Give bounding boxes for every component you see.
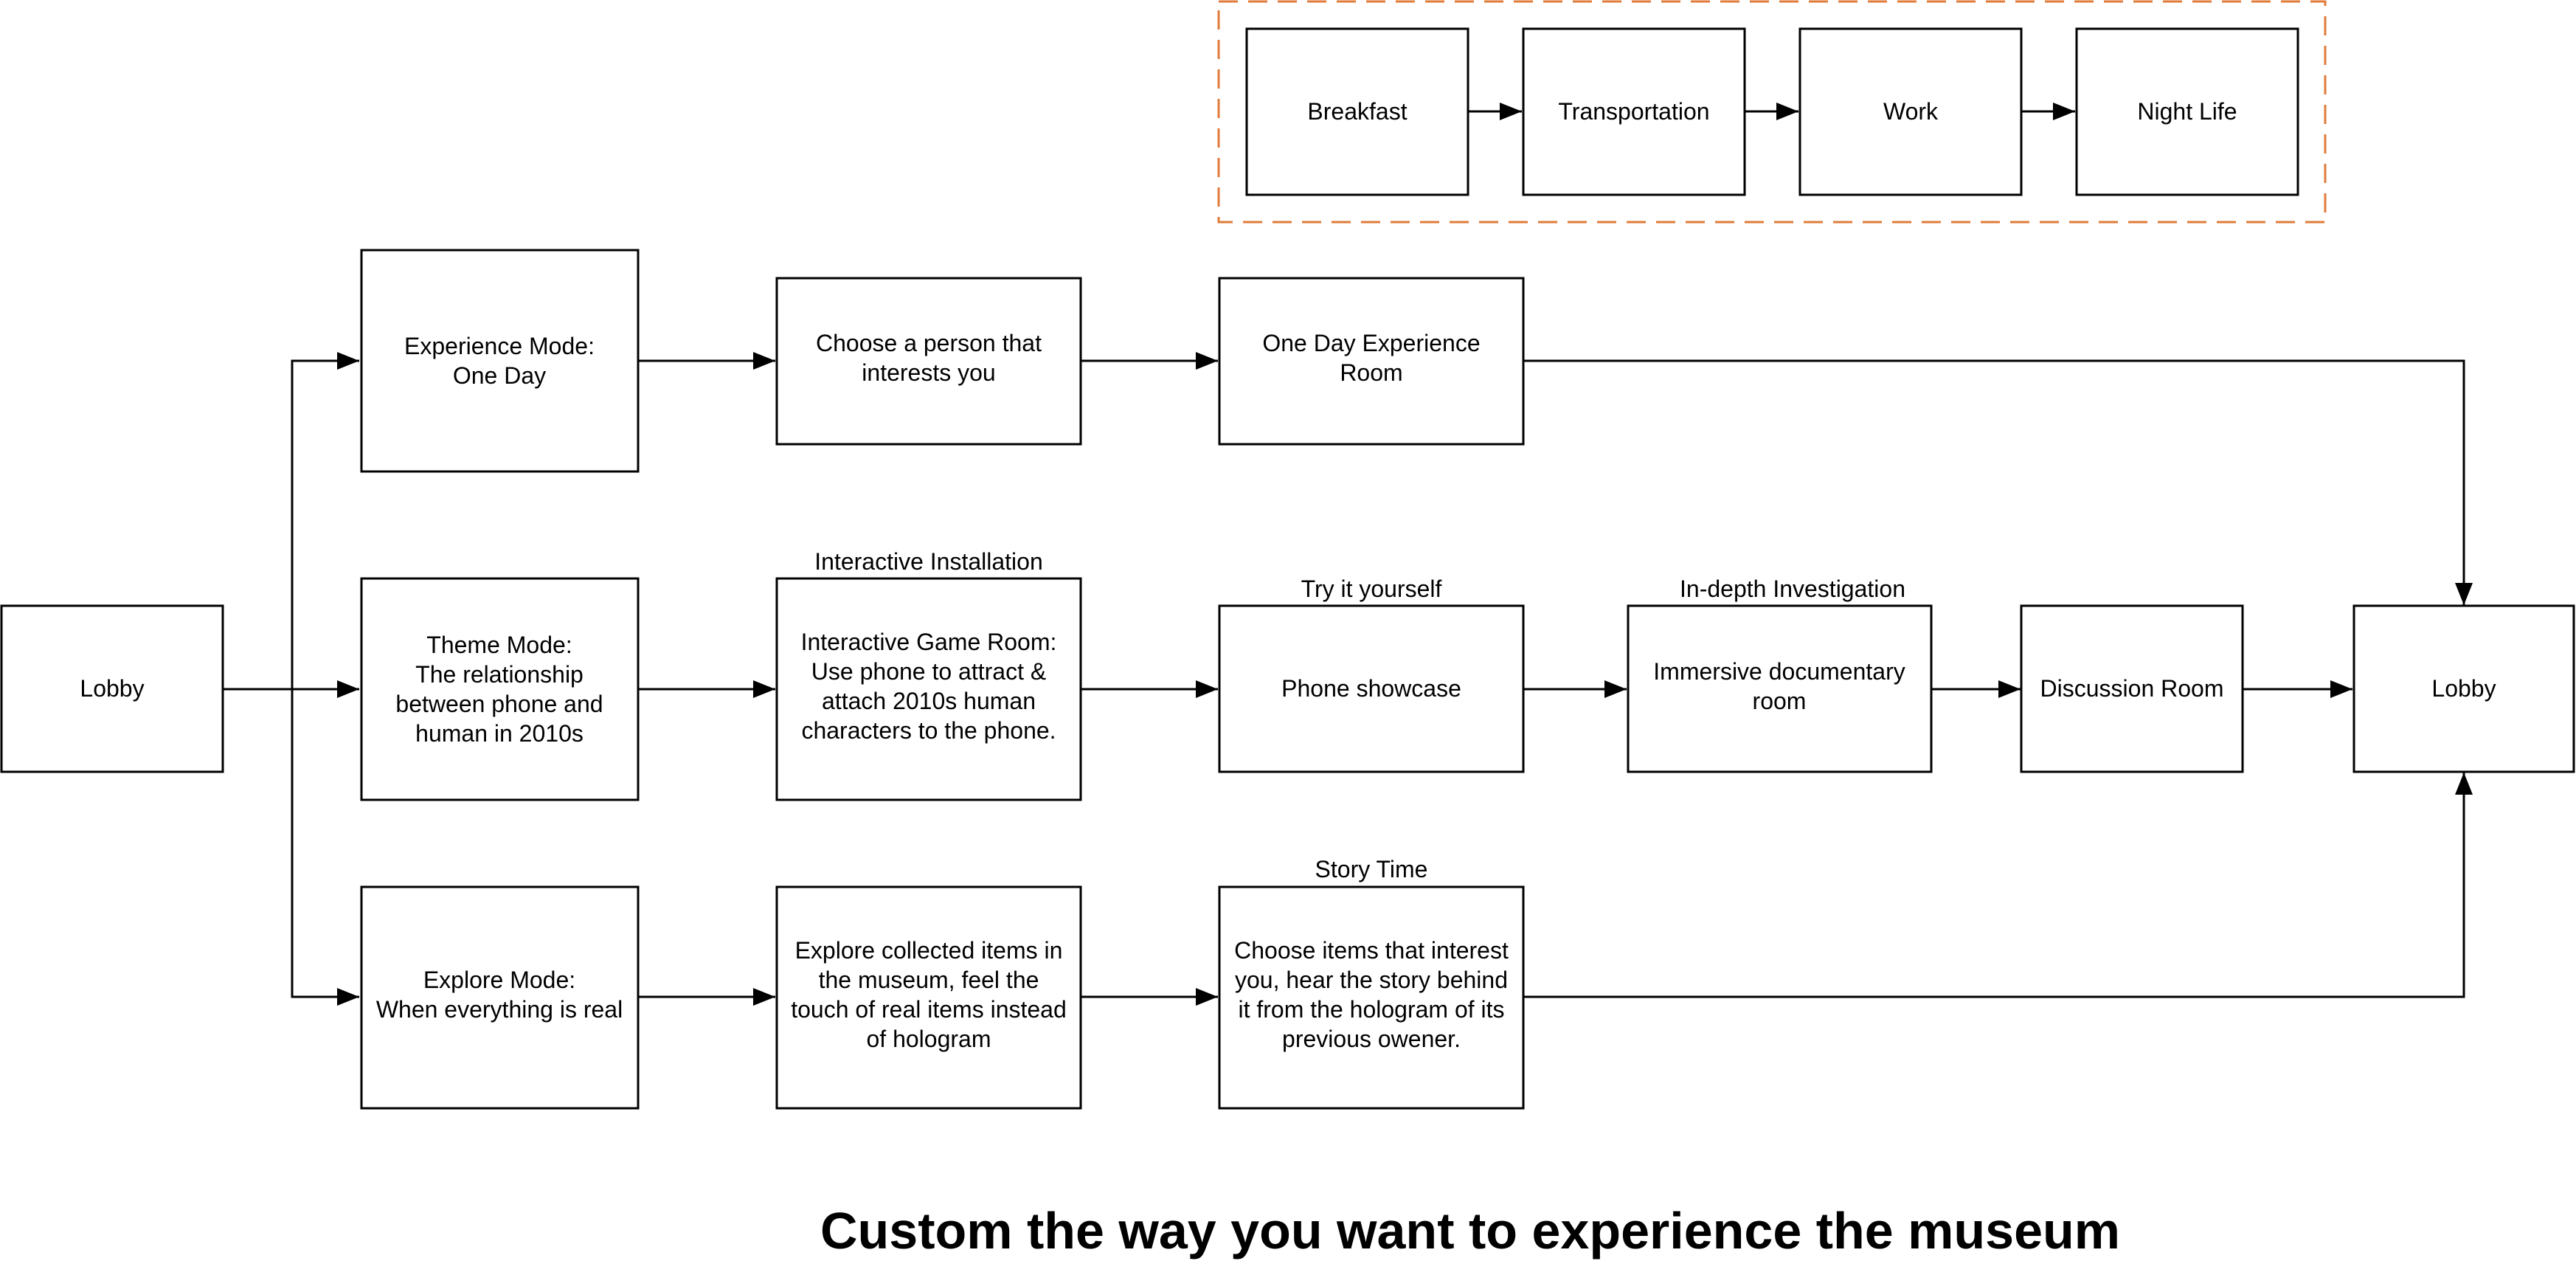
node-label-line: human in 2010s <box>415 720 584 747</box>
node-label-line: Choose items that interest <box>1234 937 1509 964</box>
explore-items-box <box>775 885 1082 1110</box>
work-label: Work <box>1883 98 1939 125</box>
node-label-line: it from the hologram of its <box>1238 996 1504 1023</box>
node-label-line: One Day <box>453 362 546 389</box>
lobby-start-box <box>0 604 224 773</box>
node-label-line: of hologram <box>867 1026 991 1052</box>
node-label-line: interests you <box>862 359 995 386</box>
caption-in-depth-investigation: In-depth Investigation <box>1680 576 1905 602</box>
node-label-line: Phone showcase <box>1281 675 1461 702</box>
documentary-room-label: Immersive documentary room <box>1653 658 1905 714</box>
experience-mode-box <box>360 249 640 473</box>
node-label-line: The relationship <box>415 661 584 688</box>
node-label-line: One Day Experience <box>1262 330 1480 356</box>
lobby-end-label: Lobby <box>2431 675 2496 702</box>
node-label-line: you, hear the story behind <box>1235 967 1508 993</box>
work-box <box>1798 27 2023 196</box>
node-label-line: Night Life <box>2137 98 2237 125</box>
one-day-steps-group <box>1217 0 2327 224</box>
choose-person-box <box>775 277 1082 446</box>
choose-person-label: Choose a person that interests you <box>816 330 1042 386</box>
experience-mode-label: Experience Mode: One Day <box>404 333 595 389</box>
transportation-box <box>1522 27 1746 196</box>
breakfast-label: Breakfast <box>1307 98 1407 125</box>
connector-lobby-to-explore <box>291 689 359 1006</box>
explore-items-label: Explore collected items in the museum, fe… <box>791 937 1067 1052</box>
discussion-room-box <box>2020 604 2244 773</box>
caption-try-it-yourself: Try it yourself <box>1301 576 1442 602</box>
node-label-line: When everything is real <box>376 996 623 1023</box>
theme-mode-label: Theme Mode: The relationship between phone… <box>395 632 603 747</box>
caption-interactive-installation: Interactive Installation <box>814 548 1043 575</box>
node-label-line: characters to the phone. <box>801 717 1056 744</box>
node-label-line: Transportation <box>1558 98 1709 125</box>
one-day-room-box <box>1218 277 1525 446</box>
phone-showcase-label: Phone showcase <box>1281 675 1461 702</box>
node-label-line: Discussion Room <box>2040 675 2224 702</box>
breakfast-box <box>1245 27 1469 196</box>
diagram-title: Custom the way you want to experience th… <box>820 1202 2120 1260</box>
node-label-line: between phone and <box>395 691 603 717</box>
node-label-line: Lobby <box>80 675 144 702</box>
phone-showcase-box <box>1218 604 1525 773</box>
node-label-line: Lobby <box>2431 675 2496 702</box>
story-items-box <box>1218 885 1525 1110</box>
node-label-line: Explore collected items in <box>795 937 1063 964</box>
connector-lobby-to-experience <box>291 352 359 689</box>
node-label-line: room <box>1753 688 1807 714</box>
game-room-label: Interactive Game Room: Use phone to attra… <box>801 629 1057 744</box>
night-life-label: Night Life <box>2137 98 2237 125</box>
night-life-box <box>2075 27 2299 196</box>
explore-mode-label: Explore Mode: When everything is real <box>376 967 623 1023</box>
node-label-line: Immersive documentary <box>1653 658 1905 685</box>
transportation-label: Transportation <box>1558 98 1709 125</box>
documentary-room-box <box>1627 604 1933 773</box>
node-label-line: Breakfast <box>1307 98 1407 125</box>
caption-story-time: Story Time <box>1315 856 1428 882</box>
lobby-end-box <box>2352 604 2575 773</box>
node-label-line: Experience Mode: <box>404 333 595 359</box>
connector-oneday-to-lobby <box>1524 359 2473 605</box>
explore-mode-box <box>360 885 640 1110</box>
node-label-line: the museum, feel the <box>819 967 1039 993</box>
node-label-line: Work <box>1883 98 1939 125</box>
node-label-line: Use phone to attract & <box>811 658 1046 685</box>
node-label-line: Interactive Game Room: <box>801 629 1057 655</box>
node-label-line: touch of real items instead <box>791 996 1067 1023</box>
node-label-line: Choose a person that <box>816 330 1042 356</box>
discussion-room-label: Discussion Room <box>2040 675 2224 702</box>
theme-mode-box <box>360 577 640 801</box>
story-items-label: Choose items that interest you, hear the … <box>1234 937 1509 1052</box>
node-label-line: previous owener. <box>1282 1026 1461 1052</box>
connector-story-to-lobby <box>1524 773 2473 998</box>
lobby-start-label: Lobby <box>80 675 144 702</box>
node-label-line: Explore Mode: <box>423 967 575 993</box>
node-label-line: Room <box>1340 359 1402 386</box>
node-label-line: Theme Mode: <box>426 632 572 658</box>
game-room-box <box>775 577 1082 801</box>
node-label-line: attach 2010s human <box>822 688 1036 714</box>
